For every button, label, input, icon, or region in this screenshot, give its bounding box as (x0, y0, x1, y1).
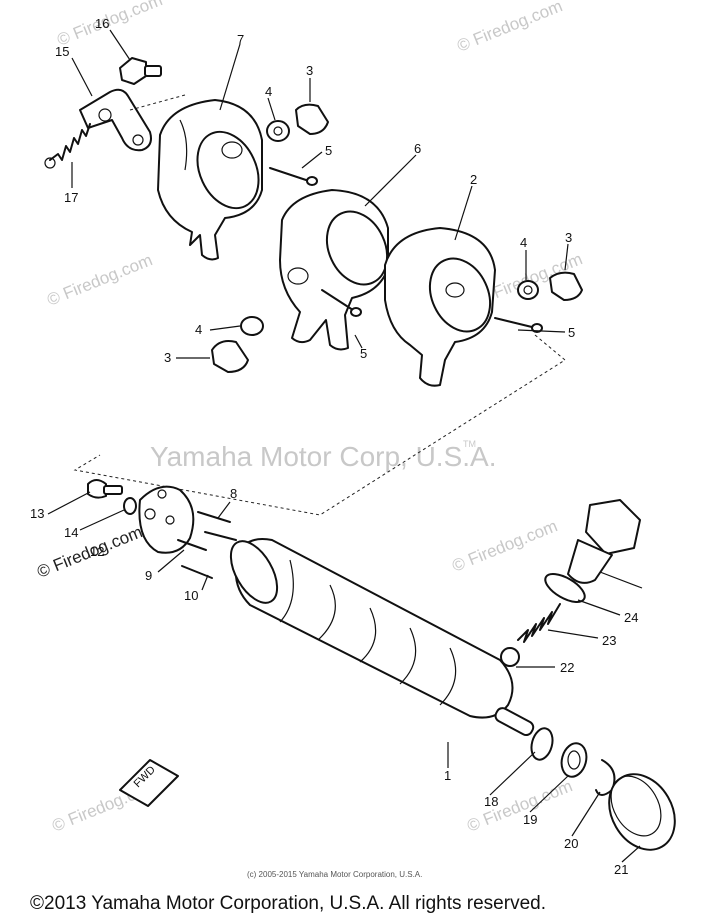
part-11-pin-plate (138, 485, 195, 554)
callout-3-left: 3 (164, 350, 171, 365)
callout-3-right: 3 (565, 230, 572, 245)
callout-13: 14 (64, 525, 78, 540)
part-9-pin (177, 539, 207, 551)
fwd-arrow: FWD (119, 759, 179, 807)
callout-23: 24 (624, 610, 638, 625)
callout-6: 6 (414, 141, 421, 156)
copyright-footer: ©2013 Yamaha Motor Corporation, U.S.A. A… (30, 893, 546, 914)
callout-7: 7 (237, 32, 244, 47)
small-credit-line: (c) 2005-2015 Yamaha Motor Corporation, … (247, 870, 423, 879)
watermark-tm: TM (463, 439, 476, 449)
leader-lines (47, 29, 643, 863)
part-21-ball (500, 647, 520, 667)
callout-11: 12 (90, 544, 104, 559)
watermark-site-3: © Firedog.com (44, 250, 155, 309)
callout-1: 1 (444, 768, 451, 783)
part-18-bearing (560, 742, 588, 778)
callout-9: 9 (145, 568, 152, 583)
part-23-gasket (544, 573, 586, 603)
part-24-plug-bolt (567, 499, 641, 584)
part-8-pins (197, 511, 237, 541)
callout-18: 19 (523, 812, 537, 827)
watermark-site-5: © Firedog.com (449, 516, 560, 575)
callout-20: 21 (614, 862, 628, 877)
callout-8: 8 (230, 486, 237, 501)
part-15-bolt (119, 57, 162, 85)
part-22-spring (517, 603, 561, 643)
part-2-shift-fork (384, 227, 496, 387)
part-13-washer (123, 497, 137, 515)
callout-4-top: 4 (265, 84, 272, 99)
callout-5-right: 5 (568, 325, 575, 340)
part-5-pins (269, 167, 543, 333)
part-7-shift-fork (157, 99, 263, 261)
part-17-washer (530, 727, 554, 761)
part-14-shift-lever (79, 88, 152, 152)
callout-15: 16 (95, 16, 109, 31)
part-1-shift-drum (229, 538, 535, 737)
callout-3-top: 3 (306, 63, 313, 78)
callout-14: 15 (55, 44, 69, 59)
callout-4-left: 4 (195, 322, 202, 337)
callout-5-mid: 5 (360, 346, 367, 361)
callout-10: 10 (184, 588, 198, 603)
watermark-site-1: © Firedog.com (54, 0, 165, 50)
watermark-main: Yamaha Motor Corp, U.S.A. (150, 441, 497, 472)
part-20-cap (608, 773, 676, 851)
callout-17: 18 (484, 794, 498, 809)
callout-22: 23 (602, 633, 616, 648)
part-4-rollers (240, 120, 539, 336)
callout-5-top: 5 (325, 143, 332, 158)
watermark-site-2: © Firedog.com (454, 0, 565, 56)
part-12-bolt (87, 479, 123, 499)
callout-labels: 7 3 4 5 6 2 4 3 5 4 3 5 15 16 17 13 14 1… (30, 16, 638, 877)
assembly-guide-lines (73, 94, 566, 516)
callout-12: 13 (30, 506, 44, 521)
callout-2: 2 (470, 172, 477, 187)
callout-19: 20 (564, 836, 578, 851)
callout-4-right: 4 (520, 235, 527, 250)
part-6-shift-fork (279, 189, 389, 351)
callout-21: 22 (560, 660, 574, 675)
part-16-spring (44, 123, 91, 169)
part-3-cam-followers (211, 103, 583, 373)
callout-16: 17 (64, 190, 78, 205)
